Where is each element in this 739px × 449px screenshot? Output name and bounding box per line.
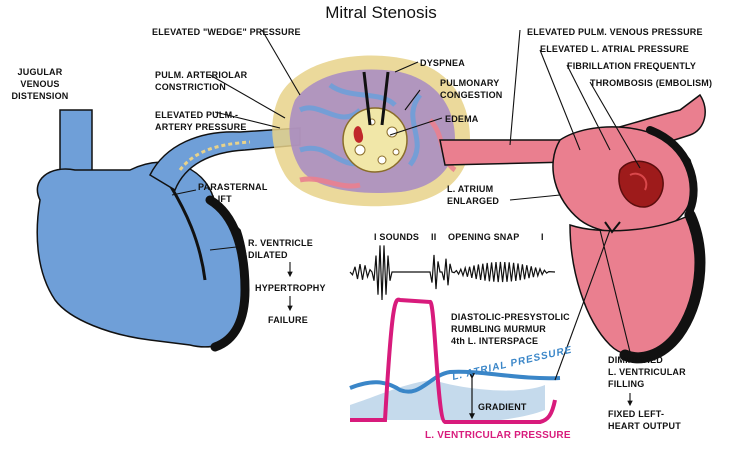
label-atrial-pressure: ELEVATED L. ATRIAL PRESSURE — [540, 44, 689, 54]
label-jugular-1: JUGULAR — [18, 67, 63, 77]
label-wedge-pressure: ELEVATED "WEDGE" PRESSURE — [152, 27, 301, 37]
diagram-title: Mitral Stenosis — [325, 3, 436, 22]
label-rv-1: R. VENTRICLE — [248, 238, 313, 248]
label-fixed-1: FIXED LEFT- — [608, 409, 664, 419]
label-opening-snap: OPENING SNAP — [448, 232, 519, 242]
label-arteriolar-2: CONSTRICTION — [155, 82, 226, 92]
label-failure: FAILURE — [268, 315, 308, 325]
label-parasternal-2: LIFT — [212, 194, 232, 204]
label-congestion-2: CONGESTION — [440, 90, 503, 100]
ventricular-pressure-curve — [350, 297, 557, 424]
label-atrium-2: ENLARGED — [447, 196, 499, 206]
label-lv-curve: L. VENTRICULAR PRESSURE — [425, 430, 571, 441]
label-gradient: GRADIENT — [478, 402, 527, 412]
gradient-area — [350, 380, 545, 422]
label-arteriolar-1: PULM. ARTERIOLAR — [155, 70, 248, 80]
label-artery-pressure-2: ARTERY PRESSURE — [155, 122, 247, 132]
atrial-pressure-curve — [349, 369, 561, 394]
pressure-curves — [349, 297, 561, 424]
heart-sounds-waveform — [349, 245, 556, 301]
label-artery-pressure-1: ELEVATED PULM.- — [155, 110, 238, 120]
label-diminished-2: L. VENTRICULAR — [608, 367, 686, 377]
label-parasternal-1: PARASTERNAL — [198, 182, 268, 192]
label-murmur-1: DIASTOLIC-PRESYSTOLIC — [451, 312, 570, 322]
label-murmur-3: 4th L. INTERSPACE — [451, 336, 538, 346]
leader-lines — [171, 29, 641, 407]
label-edema: EDEMA — [445, 114, 479, 124]
label-hypertrophy: HYPERTROPHY — [255, 283, 326, 293]
label-jugular-3: DISTENSION — [11, 91, 68, 101]
label-fibrillation: FIBRILLATION FREQUENTLY — [567, 61, 696, 71]
label-sounds-i-end: I — [541, 232, 544, 242]
label-thrombosis: THROMBOSIS (EMBOLISM) — [590, 78, 712, 88]
right-heart — [36, 109, 301, 352]
label-murmur-2: RUMBLING MURMUR — [451, 324, 546, 334]
label-congestion-1: PULMONARY — [440, 78, 499, 88]
label-pulm-venous: ELEVATED PULM. VENOUS PRESSURE — [527, 27, 703, 37]
label-sounds-ii: II — [431, 232, 436, 242]
label-sounds-i: I SOUNDS — [374, 232, 419, 242]
left-heart — [439, 93, 706, 364]
label-fixed-2: HEART OUTPUT — [608, 421, 681, 431]
label-atrium-1: L. ATRIUM — [447, 184, 493, 194]
label-diminished-3: FILLING — [608, 379, 644, 389]
label-dyspnea: DYSPNEA — [420, 58, 465, 68]
label-rv-2: DILATED — [248, 250, 288, 260]
label-jugular-2: VENOUS — [20, 79, 59, 89]
label-diminished-1: DIMINISHED — [608, 355, 663, 365]
